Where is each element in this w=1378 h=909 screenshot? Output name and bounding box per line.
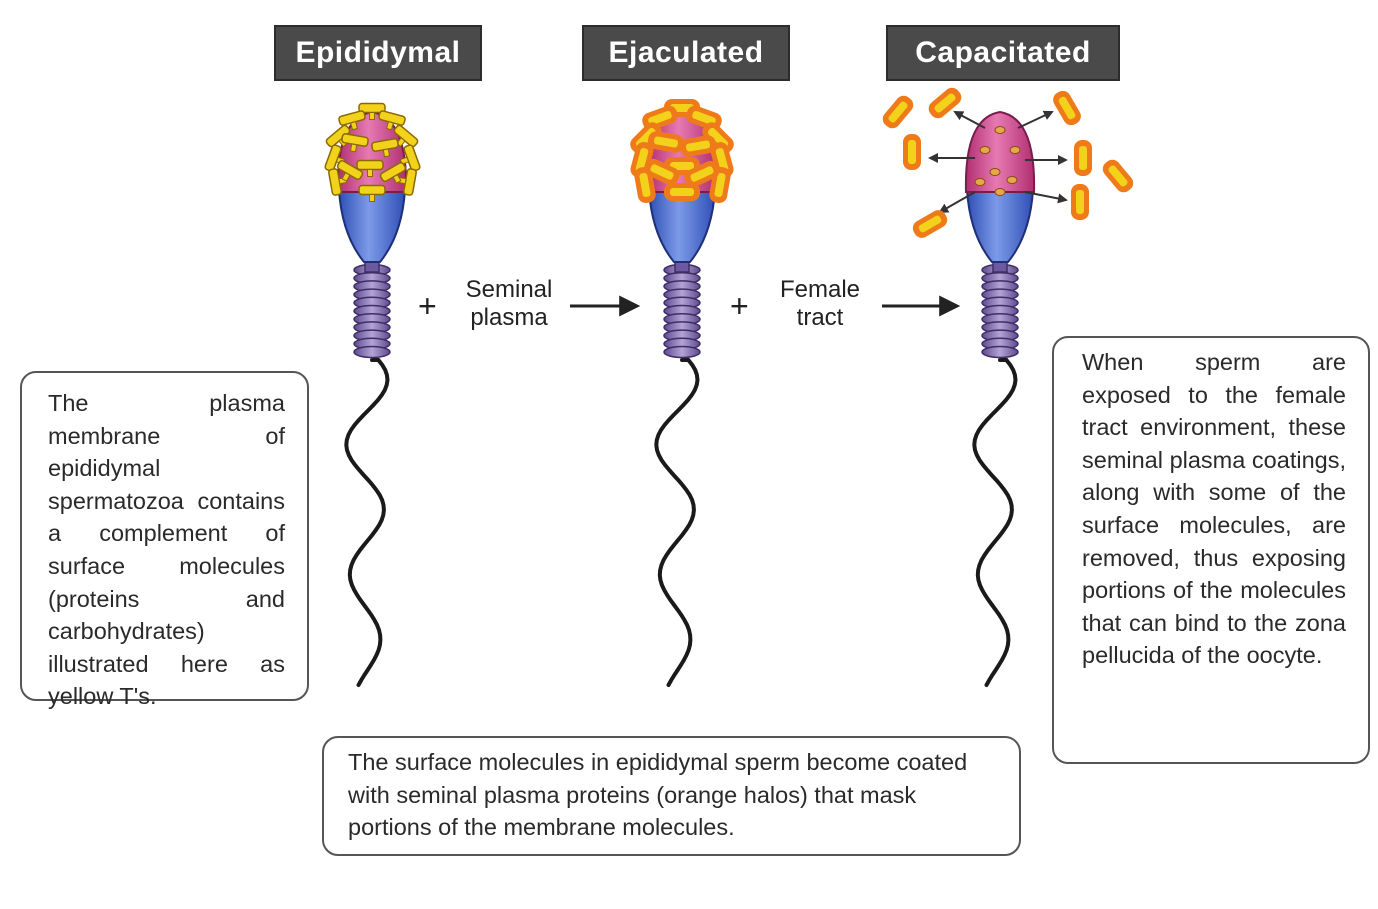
note-ejaculated: The surface molecules in epididymal sper…	[322, 736, 1021, 856]
sperm-3-midpiece-ring	[982, 347, 1018, 358]
coated-molecule	[1050, 88, 1084, 128]
plus-sign-2: +	[730, 290, 749, 322]
step-line: Female	[768, 276, 872, 304]
release-arrow	[1018, 112, 1052, 128]
exposed-molecule-site	[1007, 177, 1017, 184]
exposed-molecule-site	[995, 189, 1005, 196]
release-arrow	[955, 112, 985, 128]
plus-sign-1: +	[418, 290, 437, 322]
step-line: Seminal	[455, 276, 563, 304]
molecule-bar	[670, 188, 694, 196]
exposed-molecule-site	[1010, 147, 1020, 154]
molecule-bar	[908, 140, 916, 164]
coated-molecule	[1100, 156, 1137, 195]
step-line: plasma	[455, 304, 563, 332]
coated-molecule	[880, 92, 917, 131]
sperm-3-tail	[974, 360, 1015, 685]
exposed-molecule-site	[990, 169, 1000, 176]
molecule-stem	[351, 144, 357, 152]
step-line: tract	[768, 304, 872, 332]
note-epididymal: The plasma membrane of epididymal sperma…	[20, 371, 309, 701]
coated-molecule	[664, 183, 700, 201]
sperm-1-tail	[346, 360, 387, 685]
molecule-bar	[1076, 190, 1084, 214]
step-seminal-plasma: Seminal plasma	[455, 276, 563, 332]
sperm-3-head-base	[967, 190, 1033, 262]
molecule-stem	[368, 170, 373, 177]
coated-molecule	[903, 134, 921, 170]
sperm-1-midpiece-ring	[354, 347, 390, 358]
coated-molecule	[1071, 184, 1089, 220]
molecule-bar	[1079, 146, 1087, 170]
molecule-bar	[359, 186, 385, 195]
sperm-2-midpiece-ring	[664, 347, 700, 358]
molecule-stem	[383, 149, 389, 157]
molecule-stem	[387, 122, 394, 130]
coated-molecule	[1074, 140, 1092, 176]
molecule-bar	[357, 161, 383, 170]
note-capacitated: When sperm are exposed to the female tra…	[1052, 336, 1370, 764]
molecule-stem	[351, 122, 358, 130]
exposed-molecule-site	[980, 147, 990, 154]
step-female-tract: Female tract	[768, 276, 872, 332]
coated-molecule	[925, 85, 964, 122]
coated-molecule	[910, 207, 950, 241]
note-text: When sperm are exposed to the female tra…	[1082, 346, 1346, 672]
molecule-stem	[370, 195, 375, 202]
exposed-molecule-site	[975, 179, 985, 186]
exposed-molecule-site	[995, 127, 1005, 134]
sperm-2-tail	[656, 360, 697, 685]
molecule-stem	[370, 113, 375, 120]
note-text: The surface molecules in epididymal sper…	[348, 746, 999, 844]
note-text: The plasma membrane of epididymal sperma…	[48, 387, 285, 713]
